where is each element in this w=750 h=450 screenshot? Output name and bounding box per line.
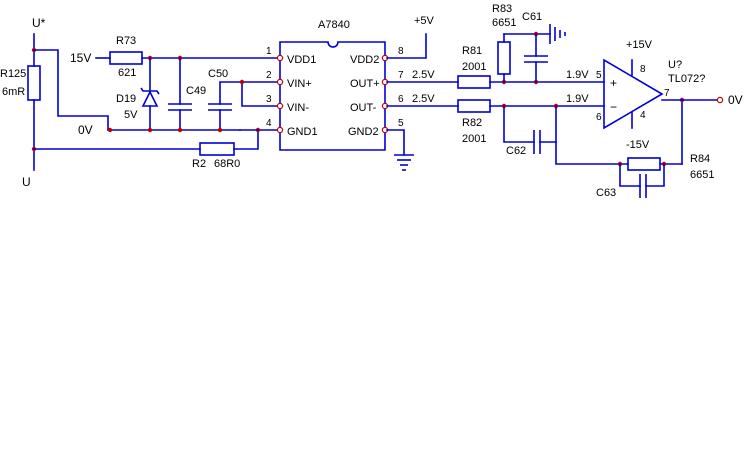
vp15-label: +15V — [626, 39, 653, 51]
c50-name: C50 — [208, 68, 228, 80]
u-star-label: U* — [32, 16, 46, 30]
r84-value: 6651 — [690, 169, 714, 181]
c61-capacitor — [524, 33, 548, 83]
d19-zener-diode — [140, 57, 160, 131]
shunt-section — [27, 33, 279, 171]
r83-resistor — [497, 41, 511, 75]
ic-pin2: 2 — [266, 70, 272, 81]
tl072-opamp — [603, 58, 724, 130]
c62-capacitor — [503, 105, 557, 154]
ov-out-label: 0V — [728, 93, 743, 107]
c63-name: C63 — [596, 187, 616, 199]
ic-pin8: 8 — [398, 46, 404, 57]
r125-name: R125 — [0, 68, 26, 80]
r83-name: R83 — [492, 3, 512, 15]
r2-value: 68R0 — [214, 158, 240, 170]
gnd2-ground-symbol — [386, 129, 414, 171]
r83-value: 6651 — [492, 17, 516, 29]
ov-left-label: 0V — [78, 123, 93, 137]
v19-plus: 1.9V — [566, 69, 589, 81]
r84-name: R84 — [690, 153, 710, 165]
ic-name: A7840 — [318, 19, 350, 31]
d19-name: D19 — [116, 93, 136, 105]
c63-capacitor — [619, 163, 665, 198]
v25-out-plus: 2.5V — [412, 69, 435, 81]
r73-name: R73 — [116, 35, 136, 47]
op-name: U? — [668, 59, 682, 71]
r2-name: R2 — [192, 158, 206, 170]
vm15-label: -15V — [626, 139, 650, 151]
v15-label: 15V — [70, 51, 91, 65]
r82-name: R82 — [462, 117, 482, 129]
c62-name: C62 — [506, 145, 526, 157]
u-label: U — [22, 175, 31, 189]
r84-resistor — [627, 157, 661, 171]
v25-out-minus: 2.5V — [412, 93, 435, 105]
r82-resistor — [457, 99, 491, 113]
r82-value: 2001 — [462, 133, 486, 145]
r81-name: R81 — [462, 45, 482, 57]
r81-value: 2001 — [462, 61, 486, 73]
ic-vin-minus: VIN- — [287, 102, 309, 114]
ground-symbol-top — [549, 24, 566, 44]
op-pin4: 4 — [640, 110, 646, 121]
ic-vin-plus: VIN+ — [287, 78, 312, 90]
op-pin5: 5 — [596, 70, 602, 81]
ic-vdd1: VDD1 — [287, 54, 316, 66]
ic-pin6: 6 — [398, 94, 404, 105]
op-pin7: 7 — [664, 88, 670, 99]
ic-pin4: 4 — [266, 118, 272, 129]
r73-value: 621 — [118, 67, 136, 79]
r125-value: 6mR — [2, 86, 25, 98]
a7840-isolation-amplifier — [276, 41, 389, 151]
c49-capacitor — [168, 57, 192, 131]
op-minus-sign: − — [610, 100, 617, 114]
r2-resistor — [199, 142, 235, 156]
op-part: TL072? — [668, 73, 705, 85]
c61-name: C61 — [522, 11, 542, 23]
c50-capacitor — [208, 81, 279, 131]
op-plus-sign: + — [610, 76, 617, 90]
d19-value: 5V — [124, 109, 138, 121]
v19-minus: 1.9V — [566, 93, 589, 105]
ic-out-plus: OUT+ — [350, 78, 380, 90]
ic-pin5: 5 — [398, 118, 404, 129]
ic-pin3: 3 — [266, 94, 272, 105]
r125-resistor — [27, 65, 41, 101]
ic-out-minus: OUT- — [350, 102, 377, 114]
ic-pin1: 1 — [266, 46, 272, 57]
v5-label: +5V — [414, 15, 435, 27]
c49-name: C49 — [186, 85, 206, 97]
ic-vdd2: VDD2 — [350, 54, 379, 66]
ic-pin7: 7 — [398, 70, 404, 81]
r81-resistor — [457, 75, 491, 89]
op-pin8: 8 — [640, 64, 646, 75]
ic-gnd2: GND2 — [348, 126, 379, 138]
r73-resistor — [109, 51, 143, 65]
op-pin6: 6 — [596, 112, 602, 123]
ic-gnd1: GND1 — [287, 126, 318, 138]
filter-stage — [386, 24, 685, 198]
